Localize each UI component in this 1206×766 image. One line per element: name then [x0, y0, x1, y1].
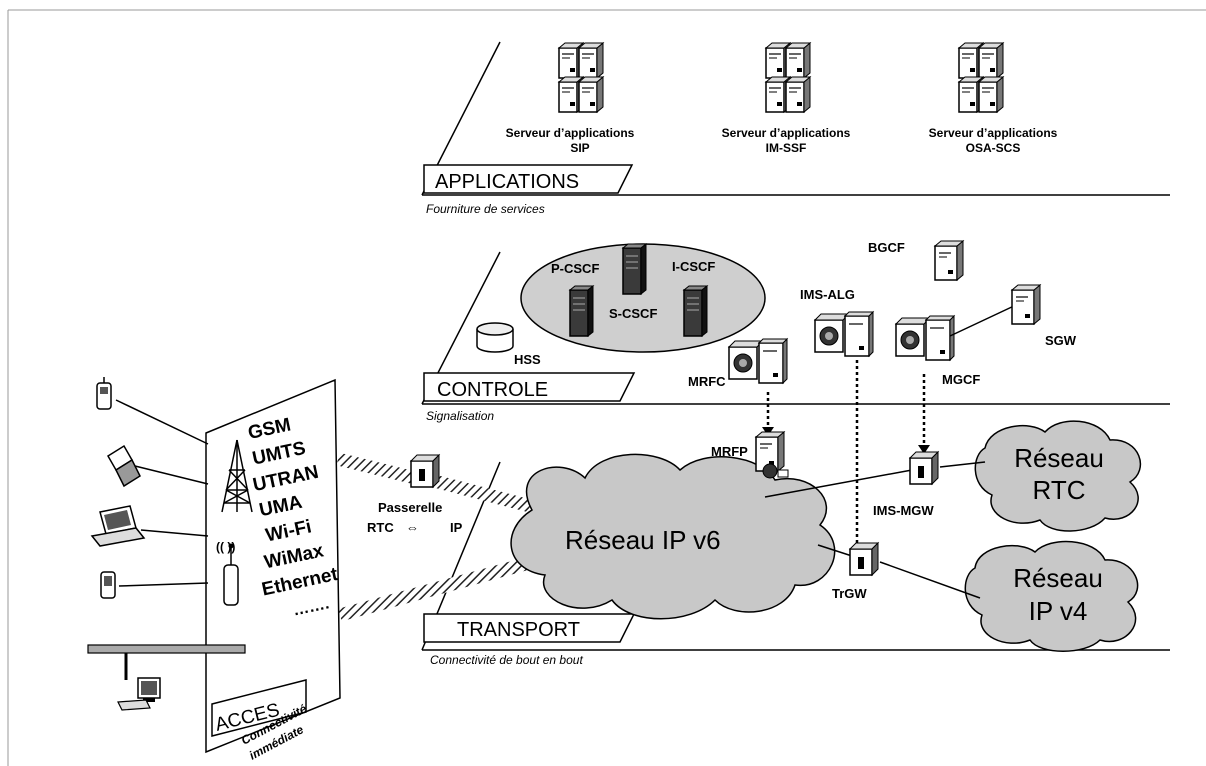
- ipv4-cloud-label-line2: IP v4: [1029, 596, 1088, 626]
- ipv6-cloud: [510, 453, 836, 620]
- mgcf-sgw-link: [949, 304, 1017, 337]
- applications-caption: Fourniture de services: [426, 202, 545, 216]
- control-arrows: [766, 360, 926, 552]
- applications-banner: [423, 164, 634, 194]
- trgw-label: TrGW: [832, 586, 867, 601]
- ims-mgw-label: IMS-MGW: [873, 503, 934, 518]
- ims-mgw-icon: [909, 451, 939, 485]
- pda-icon: [100, 571, 116, 599]
- app-server-imssf-icon: [766, 43, 810, 112]
- controle-layer: CONTROLE Signalisation P-CSCF I-CSCF S-C…: [421, 240, 1170, 423]
- wifi-access-point-icon: (( )): [216, 540, 239, 606]
- s-cscf-server-icon: [683, 285, 708, 337]
- controle-banner: [423, 372, 636, 402]
- cell-tower-icon: [221, 439, 253, 513]
- app-server-sip-name: SIP: [570, 141, 589, 155]
- sgw-server-icon: [1011, 284, 1041, 325]
- app-server-imssf-name: IM-SSF: [766, 141, 807, 155]
- mrfc-label: MRFC: [688, 374, 726, 389]
- passerelle-label: Passerelle: [378, 500, 442, 515]
- app-server-imssf-label: Serveur d’applications: [722, 126, 851, 140]
- rtc-cloud: [974, 420, 1141, 532]
- passerelle-ip-label: IP: [450, 520, 463, 535]
- access-links: [336, 452, 542, 622]
- svg-text:(( )): (( )): [216, 540, 235, 554]
- transport-caption: Connectivité de bout en bout: [430, 653, 583, 667]
- ipv4-cloud: [964, 540, 1139, 652]
- mrfp-label: MRFP: [711, 444, 748, 459]
- transport-title: TRANSPORT: [457, 619, 580, 641]
- rtc-cloud-label-line2: RTC: [1033, 475, 1086, 505]
- flip-phone-icon: [106, 444, 141, 488]
- applications-layer: APPLICATIONS Fourniture de services Serv…: [421, 41, 1170, 216]
- passerelle-rtc-label: RTC: [367, 520, 394, 535]
- transport-links: [764, 461, 986, 599]
- hss-database-icon: [476, 322, 514, 353]
- controle-title: CONTROLE: [437, 379, 548, 401]
- applications-title: APPLICATIONS: [435, 171, 579, 193]
- laptop-icon: [90, 505, 146, 547]
- mgcf-icon: [895, 315, 955, 361]
- mrfp-icon: [755, 431, 789, 479]
- ipv6-cloud-label: Réseau IP v6: [565, 525, 721, 555]
- p-cscf-server-icon: [569, 285, 594, 337]
- controle-caption: Signalisation: [426, 409, 494, 423]
- i-cscf-label: I-CSCF: [672, 259, 715, 274]
- bgcf-server-icon: [934, 240, 964, 281]
- ipv4-cloud-label-line1: Réseau: [1013, 563, 1103, 593]
- i-cscf-server-icon: [622, 243, 647, 295]
- transport-layer: TRANSPORT Connectivité de bout en bout: [421, 461, 1170, 667]
- ims-alg-icon: [814, 311, 874, 357]
- ims-alg-label: IMS-ALG: [800, 287, 855, 302]
- trgw-icon: [849, 542, 879, 576]
- p-cscf-label: P-CSCF: [551, 261, 599, 276]
- bgcf-label: BGCF: [868, 240, 905, 255]
- sgw-label: SGW: [1045, 333, 1077, 348]
- transport-banner: [423, 613, 636, 643]
- passerelle-icon: [410, 454, 440, 488]
- app-server-sip-icon: [559, 43, 603, 112]
- desktop-computer-icon: [117, 677, 161, 711]
- app-server-osascs-name: OSA-SCS: [966, 141, 1021, 155]
- passerelle-arrow: ⇔: [406, 520, 419, 535]
- mgcf-label: MGCF: [942, 372, 980, 387]
- mrfc-icon: [728, 338, 788, 384]
- terminal-devices: [87, 377, 246, 711]
- app-server-osascs-label: Serveur d’applications: [929, 126, 1058, 140]
- rtc-cloud-label-line1: Réseau: [1014, 443, 1104, 473]
- app-server-osascs-icon: [959, 43, 1003, 112]
- hss-label: HSS: [514, 352, 541, 367]
- acces-box: [211, 679, 307, 737]
- mobile-phone-icon: [96, 377, 112, 410]
- ethernet-lan-bar: [87, 644, 246, 654]
- s-cscf-label: S-CSCF: [609, 306, 657, 321]
- app-server-sip-label: Serveur d’applications: [506, 126, 635, 140]
